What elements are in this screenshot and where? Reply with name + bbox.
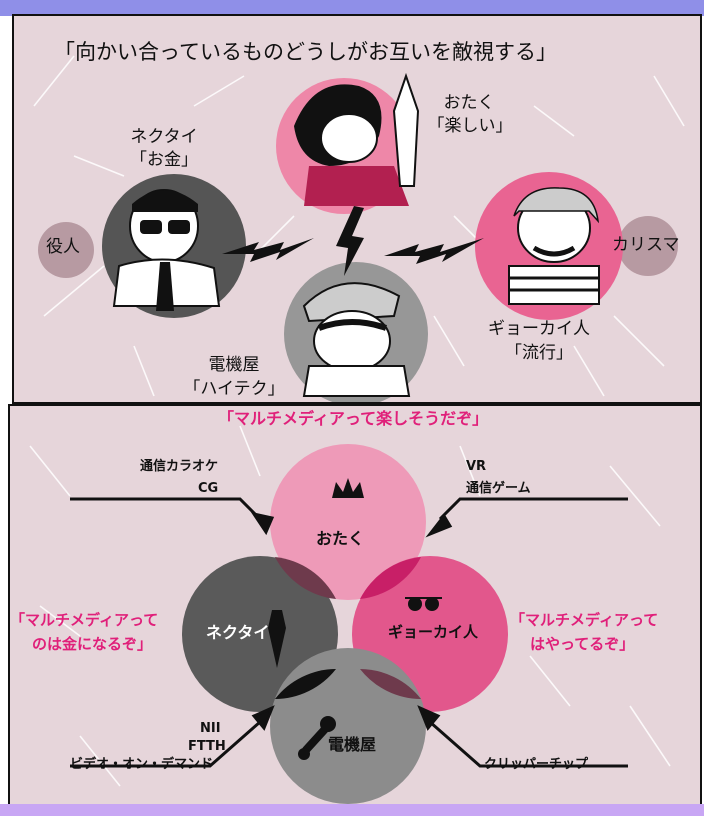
bl-label-vod: ビデオ・オン・デマンド: [70, 757, 214, 772]
bl-label-nii: NII: [200, 721, 221, 736]
sunglasses-icon: [405, 597, 442, 611]
gyokai-label: ギョーカイ人: [388, 623, 479, 641]
otaku-character: [294, 72, 420, 206]
overlap-otaku-necktie: [275, 557, 336, 599]
denkiya-label: 電機屋: [328, 735, 377, 754]
overlap-gyokai-denkiya: [360, 669, 421, 699]
gyokai-quote-line2: はやってるぞ」: [530, 635, 635, 653]
necktie-label: ネクタイ: [206, 623, 270, 642]
wrench-icon: [298, 716, 336, 760]
bottom-color-bar: [0, 804, 704, 816]
necktie-character: [112, 189, 221, 311]
tr-label-vr: VR: [466, 459, 487, 474]
rivalry-panel: 「向かい合っているものどうしがお互いを敵視する」 おたく 「楽しい」 ネクタイ …: [12, 14, 702, 404]
br-label-clipper: クリッパーチップ: [484, 757, 589, 772]
rivalry-lightning: [222, 206, 484, 276]
denkiya-name: 電機屋: [208, 355, 260, 375]
necktie-icon: [268, 610, 286, 668]
multimedia-panel: 「マルチメディアって楽しそうだぞ」 通信カラオケ CG VR 通信ゲーム おたく…: [8, 404, 702, 808]
gyokai-quote-line1: 「マルチメディアって: [510, 611, 659, 629]
charisma-label: カリスマ: [612, 235, 680, 255]
tl-label-cg: CG: [198, 481, 219, 496]
otaku-name: おたく: [443, 93, 495, 113]
arrows: [70, 497, 628, 768]
rivalry-title: 「向かい合っているものどうしがお互いを敵視する」: [54, 40, 557, 64]
overlap-necktie-denkiya: [275, 669, 336, 699]
bl-label-ftth: FTTH: [188, 739, 226, 754]
otaku-venn-circle: [270, 444, 426, 600]
denkiya-character: [302, 282, 411, 397]
bureaucrat-label: 役人: [46, 237, 80, 257]
necktie-quote-line2: のは金になるぞ」: [32, 635, 153, 653]
otaku-label: おたく: [316, 529, 365, 548]
multimedia-venn-diagram: [29, 425, 671, 804]
crown-icon: [332, 478, 364, 498]
bureaucrat-bubble: [38, 222, 94, 278]
gyokai-name: ギョーカイ人: [488, 319, 590, 339]
denkiya-venn-circle: [270, 648, 426, 804]
overlap-otaku-gyokai: [360, 557, 421, 599]
charisma-bubble: [618, 216, 678, 276]
top-color-bar: [0, 0, 704, 16]
necktie-name: ネクタイ: [130, 127, 198, 147]
necktie-value: 「お金」: [130, 150, 198, 170]
multimedia-title: 「マルチメディアって楽しそうだぞ」: [218, 409, 489, 428]
tl-label-karaoke: 通信カラオケ: [140, 459, 219, 474]
gyokai-character: [508, 187, 600, 305]
otaku-value: 「楽しい」: [427, 116, 513, 136]
gyokai-value: 「流行」: [505, 343, 573, 363]
necktie-quote-line1: 「マルチメディアって: [10, 611, 159, 629]
rivalry-illustration: [33, 55, 685, 402]
background-scratches: [29, 425, 671, 787]
tr-label-game: 通信ゲーム: [466, 481, 531, 496]
denkiya-value: 「ハイテク」: [183, 379, 285, 399]
